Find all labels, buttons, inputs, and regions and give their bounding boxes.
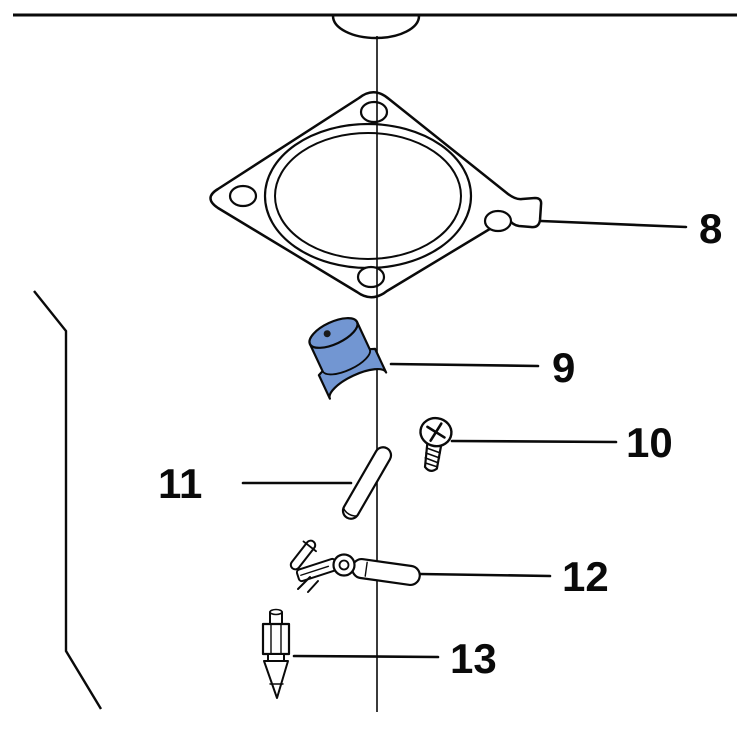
gasket-bolt-hole-bottom (356, 265, 386, 289)
needle-collar (267, 653, 285, 662)
plunger-step-seam (321, 348, 371, 376)
callout-label-10: 10 (626, 419, 673, 466)
lever-fork-prongs (297, 576, 319, 593)
callout-label-13: 13 (450, 635, 497, 682)
callout-label-9: 9 (552, 344, 575, 391)
needle-cone-tip (263, 660, 289, 699)
gasket (209, 91, 543, 299)
gasket-center-hole-inner (274, 132, 462, 260)
highlighted-plunger (308, 317, 388, 400)
plunger-top-hole (323, 330, 331, 338)
pin-body (341, 446, 393, 520)
gasket-bolt-hole-left (228, 184, 258, 208)
lever-paddle (351, 557, 421, 587)
screw-phillips-slot (426, 422, 446, 442)
callout-label-12: 12 (562, 553, 609, 600)
hinge-pin-cross (302, 540, 317, 553)
callout-label-11: 11 (158, 460, 202, 507)
screw-threads (424, 447, 441, 468)
gasket-bolt-hole-right (483, 209, 513, 233)
lever-fork-slot (300, 565, 330, 576)
needle-hex-body (261, 622, 291, 656)
top-component-cutoff (331, 15, 421, 40)
lever-pivot-hole (338, 559, 350, 571)
callout-leader-13 (292, 654, 440, 659)
pin (341, 446, 393, 520)
needle-valve (261, 608, 291, 699)
lever-hinge-pin (289, 539, 317, 571)
pin-end-face (343, 506, 359, 517)
lever-assembly (289, 539, 421, 593)
needle-stem-top (269, 608, 283, 616)
callout-label-8: 8 (699, 205, 722, 252)
callout-leader-12 (418, 572, 552, 578)
callout-leader-9 (389, 362, 540, 368)
callout-leader-10 (450, 439, 618, 444)
lever-paddle-joint (364, 561, 368, 577)
plunger-top-face (308, 317, 359, 349)
hinge-pin-body (289, 539, 317, 571)
lever-paddle-body (351, 557, 421, 587)
callout-leader-8 (539, 219, 688, 229)
adjacent-part-outline (33, 290, 103, 710)
screw (419, 416, 453, 472)
gasket-bolt-hole-top (359, 100, 389, 124)
